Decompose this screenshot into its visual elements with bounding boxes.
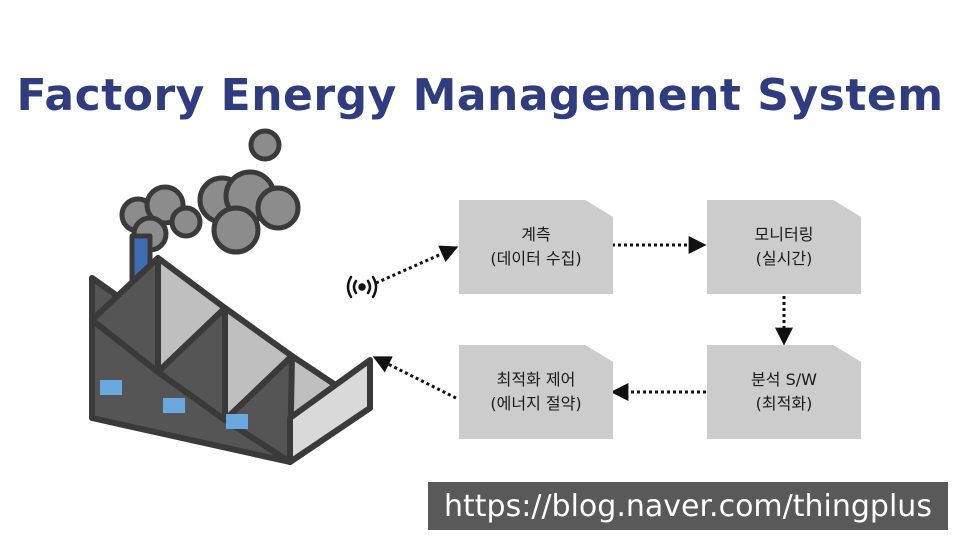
node-measure-subtitle: (데이터 수집) [490,249,582,268]
node-measure: 계측 (데이터 수집) [459,200,613,294]
wireless-signal-icon [346,275,378,299]
factory-icon [89,128,373,465]
factory-side-wall [287,357,373,465]
page-title: Factory Energy Management System [16,70,944,121]
node-analysis: 분석 S/W (최적화) [707,345,861,439]
node-monitor-subtitle: (실시간) [755,249,813,268]
window [100,380,122,395]
node-analysis-subtitle: (최적화) [755,394,813,413]
node-monitor-title: 모니터링 [754,225,814,244]
arrow-control-to-factory [372,356,457,400]
node-monitor: 모니터링 (실시간) [707,200,861,294]
window [226,414,248,429]
window [163,398,185,413]
node-control: 최적화 제어 (에너지 절약) [459,345,613,439]
smoke-icon [119,128,301,255]
node-analysis-title: 분석 S/W [751,370,817,389]
arrow-factory-to-measure [375,245,459,285]
node-control-subtitle: (에너지 절약) [490,394,582,413]
node-measure-title: 계측 [521,225,551,244]
watermark-url: https://blog.naver.com/thingplus [428,482,948,530]
node-control-title: 최적화 제어 [496,370,576,389]
